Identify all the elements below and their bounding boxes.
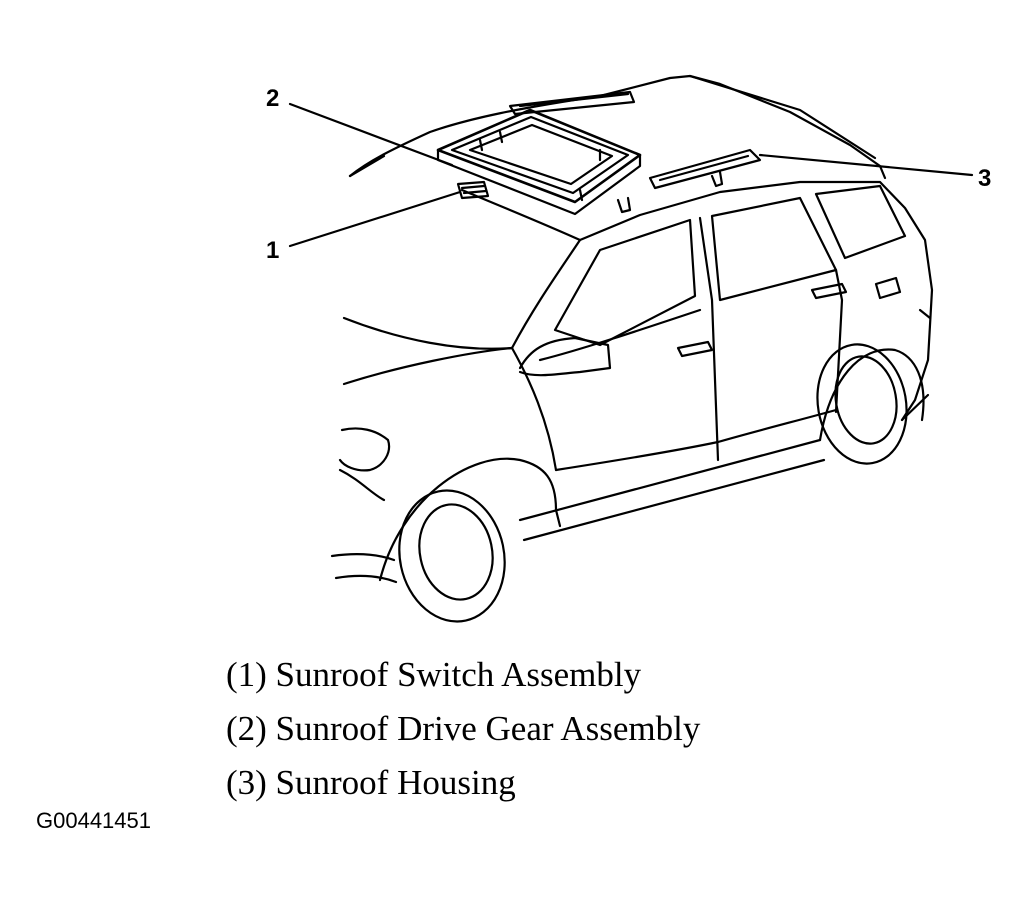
figure-id: G00441451 (36, 808, 151, 833)
legend-item-switch: (1) Sunroof Switch Assembly (226, 655, 642, 694)
legend-item-housing: (3) Sunroof Housing (226, 763, 516, 802)
callout-1: 1 (266, 237, 279, 264)
legend-item-drive-gear: (2) Sunroof Drive Gear Assembly (226, 709, 701, 748)
callout-2: 2 (266, 85, 279, 112)
callout-3: 3 (978, 165, 991, 192)
parts-legend: (1) Sunroof Switch Assembly (2) Sunroof … (226, 648, 700, 810)
sunroof-housing (436, 90, 762, 216)
leader-lines (288, 102, 974, 248)
vehicle-roof (348, 74, 887, 242)
vehicle-body (330, 180, 934, 623)
sunroof-switch-assembly (456, 180, 490, 200)
